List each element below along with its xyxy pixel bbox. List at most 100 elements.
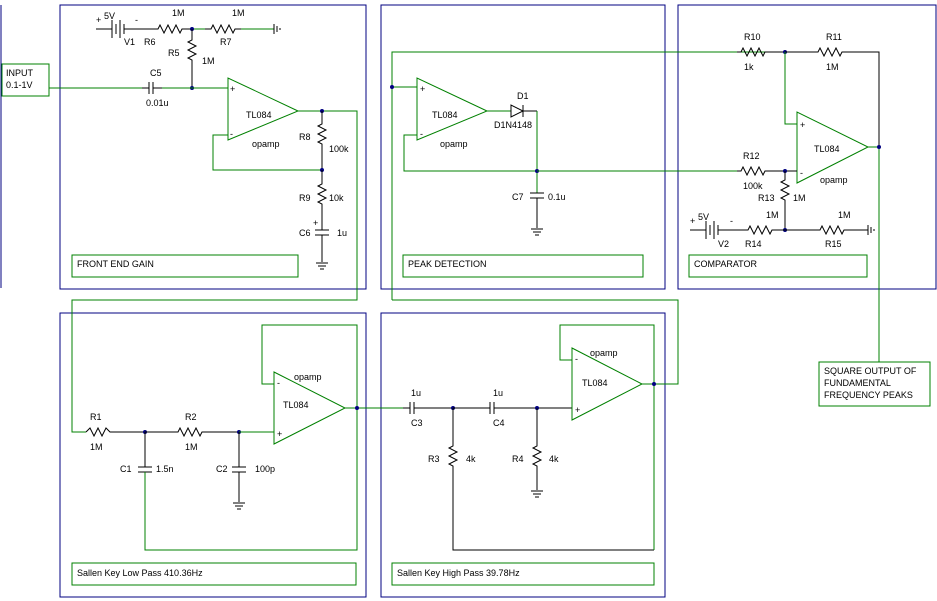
r12-value: 100k [743, 181, 763, 191]
resistor-r2 [145, 426, 239, 438]
c3-value: 1u [411, 388, 421, 398]
r1-value: 1M [90, 442, 103, 452]
wire-opamp1-feedback [212, 134, 322, 171]
c4-name: C4 [493, 418, 505, 428]
block-front-end-gain [59, 4, 367, 290]
front-end-title-box [71, 254, 299, 278]
r5-value: 1M [202, 56, 215, 66]
c1-name: C1 [120, 464, 132, 474]
wire-opamp4-feedback [261, 324, 358, 408]
r12-name: R12 [743, 151, 760, 161]
resistor-r13 [779, 171, 791, 230]
resistor-r12 [737, 165, 797, 177]
ground-r7 [273, 24, 281, 34]
opamp5-type: opamp [590, 348, 618, 358]
r2-value: 1M [185, 442, 198, 452]
capacitor-c4 [453, 402, 572, 414]
output-line-2: FUNDAMENTAL [824, 378, 891, 388]
opamp4-type: opamp [294, 372, 322, 382]
c6-value: 1u [337, 228, 347, 238]
v1-minus: - [135, 15, 138, 25]
block-low-pass [59, 312, 367, 598]
c1-value: 1.5n [156, 464, 174, 474]
ground-r15 [867, 225, 875, 235]
r13-value: 1M [793, 193, 806, 203]
resistor-r14 [737, 224, 785, 236]
r15-name: R15 [825, 239, 842, 249]
capacitor-c1 [138, 432, 152, 473]
output-box [818, 361, 931, 407]
opamp-1 [227, 77, 300, 141]
wire-opamp5-feedback [559, 324, 655, 384]
c4-value: 1u [493, 388, 503, 398]
c7-value: 0.1u [548, 192, 566, 202]
opamp3-minus: - [800, 168, 803, 178]
resistor-r15 [785, 224, 868, 236]
capacitor-c6 [315, 229, 329, 262]
opamp2-plus: + [420, 84, 425, 94]
v2-plus: + [690, 216, 695, 226]
opamp-2 [416, 77, 489, 141]
opamp2-minus: - [420, 129, 423, 139]
resistor-r10 [737, 46, 785, 58]
input-label: INPUT [6, 68, 34, 78]
wire-r10-opamp3-plus [784, 52, 797, 125]
node-comparator-out [877, 145, 881, 149]
r2-name: R2 [185, 412, 197, 422]
block-comparator [677, 4, 937, 290]
resistor-r1 [85, 426, 145, 438]
c7-name: C7 [512, 192, 524, 202]
c5-name: C5 [150, 68, 162, 78]
ground-c6 [316, 262, 328, 270]
v1-value: 5V [104, 11, 115, 21]
node-peak-input [390, 85, 394, 89]
resistor-r11 [785, 46, 880, 147]
opamp4-part: TL084 [283, 400, 309, 410]
r7-name: R7 [220, 37, 232, 47]
resistor-r4 [531, 408, 543, 490]
wire-highpass-out [392, 299, 679, 385]
opamp1-plus: + [230, 84, 235, 94]
wire-c1-feedback [144, 408, 358, 551]
r1-name: R1 [90, 412, 102, 422]
capacitor-c3 [403, 402, 453, 414]
low-pass-title: Sallen Key Low Pass 410.36Hz [77, 568, 203, 578]
comparator-title: COMPARATOR [694, 259, 758, 269]
c6-name: C6 [299, 228, 311, 238]
resistor-r5 [186, 29, 198, 88]
opamp5-minus: - [575, 354, 578, 364]
c6-plus: + [313, 218, 318, 228]
r3-name: R3 [428, 454, 440, 464]
opamp-3 [796, 111, 870, 184]
node-lowpass-out [355, 406, 359, 410]
r10-value: 1k [744, 62, 754, 72]
battery-v1 [96, 20, 150, 38]
opamp-4 [273, 371, 347, 445]
opamp4-minus: - [277, 378, 280, 388]
opamp1-minus: - [230, 129, 233, 139]
wire-comparator-output [868, 146, 880, 362]
high-pass-title: Sallen Key High Pass 39.78Hz [397, 568, 520, 578]
opamp1-part: TL084 [246, 110, 272, 120]
r8-name: R8 [299, 132, 311, 142]
opamp-5 [571, 347, 644, 421]
r8-value: 100k [329, 144, 349, 154]
r4-value: 4k [549, 454, 559, 464]
r14-value: 1M [766, 210, 779, 220]
r4-name: R4 [512, 454, 524, 464]
block-peak-detection [380, 4, 666, 290]
opamp4-plus: + [277, 429, 282, 439]
input-box [1, 63, 50, 97]
c3-name: C3 [411, 418, 423, 428]
opamp1-type: opamp [252, 139, 280, 149]
c5-value: 0.01u [146, 98, 169, 108]
front-end-title: FRONT END GAIN [77, 259, 154, 269]
opamp2-part: TL084 [432, 110, 458, 120]
ground-c2 [233, 502, 245, 510]
r14-name: R14 [745, 239, 762, 249]
r15-value: 1M [838, 210, 851, 220]
v2-minus: - [730, 216, 733, 226]
opamp3-type: opamp [820, 175, 848, 185]
c2-value: 100p [255, 464, 275, 474]
